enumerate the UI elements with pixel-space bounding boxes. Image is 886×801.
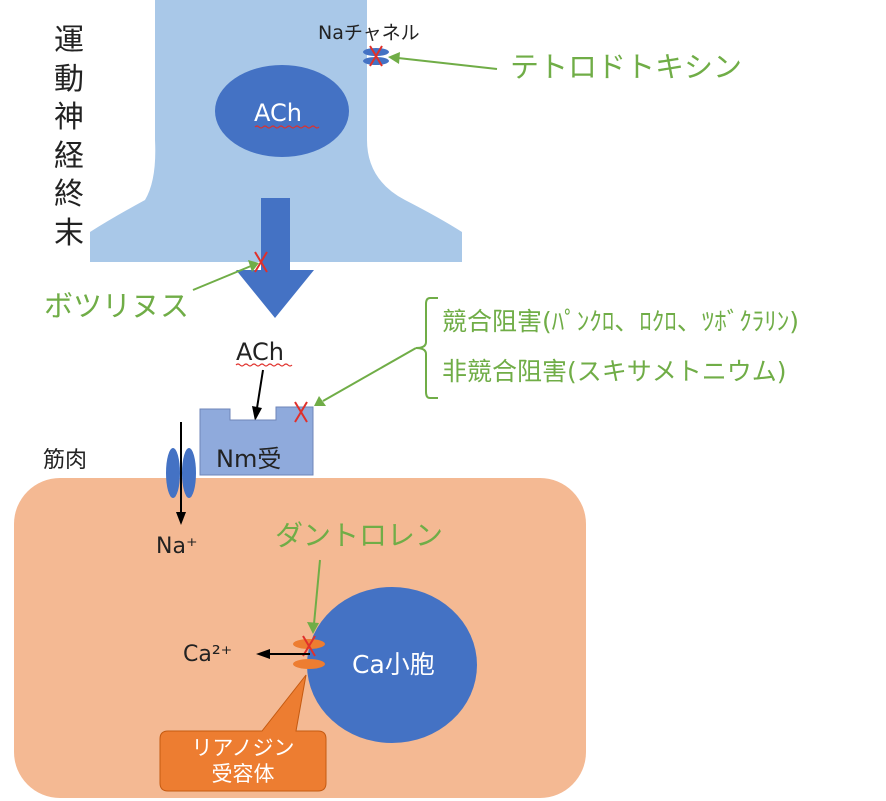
receptor-block-mark: [294, 401, 308, 423]
title-char: 末: [54, 215, 84, 251]
nm-receptor-label: Nm受: [216, 445, 282, 473]
ach-binding-arrow: [252, 369, 264, 421]
title-char: 終: [54, 177, 84, 212]
ach-release-arrow: [236, 198, 314, 318]
ryanodine-receptor-label: リアノジン 受容体: [160, 731, 326, 791]
dantrolene-label: ダントロレン: [275, 519, 444, 552]
ryanodine-label-line: 受容体: [211, 762, 275, 786]
na-channel-label: Naチャネル: [318, 22, 420, 44]
na-ion-label: Na⁺: [156, 534, 198, 559]
title-char: 動: [54, 61, 84, 97]
ryanodine-label-line: リアノジン: [191, 736, 295, 760]
muscle-label: 筋肉: [43, 448, 88, 473]
ach-vesicle: [215, 65, 349, 157]
botulinus-label: ボツリヌス: [44, 289, 190, 323]
botulinus-block-mark: [254, 251, 268, 273]
ca-store: [307, 587, 477, 743]
title-char: 神: [54, 100, 84, 135]
ryanodine-channel-bottom: [293, 659, 325, 669]
motor-nerve-terminal-label: 運 動 神 経 終 末: [52, 22, 86, 253]
ach-vesicle-label: ACh: [254, 99, 302, 127]
competitive-blocker-label: 競合阻害(ﾊﾟﾝｸﾛ、ﾛｸﾛ、ﾂﾎﾞｸﾗﾘﾝ): [442, 307, 800, 336]
noncompetitive-blocker-label: 非競合阻害(スキサメトニウム): [442, 357, 787, 386]
nm-receptor: [199, 406, 314, 476]
tetrodotoxin-arrow: [388, 52, 498, 70]
tetrodotoxin-label: テトロドトキシン: [510, 50, 743, 84]
released-ach-underline: [235, 363, 293, 367]
ryanodine-callout: [159, 674, 327, 792]
released-ach-label: ACh: [236, 338, 284, 366]
na-channel-bottom: [363, 57, 389, 65]
na-influx-arrow: [176, 422, 186, 525]
botulinus-arrow: [192, 260, 259, 291]
dantrolene-block-mark: [302, 635, 316, 657]
blocker-brace: [415, 297, 438, 399]
dantrolene-arrow: [307, 559, 321, 634]
ryanodine-channel-top: [293, 639, 325, 649]
ca-store-label: Ca小胞: [352, 650, 435, 679]
ca-release-arrow: [256, 649, 310, 659]
muscle-na-channel-left: [166, 448, 180, 498]
title-char: 経: [54, 138, 84, 174]
na-channel-top: [363, 48, 389, 56]
muscle-na-channel-right: [182, 448, 196, 498]
ca-ion-label: Ca²⁺: [183, 642, 233, 667]
blocker-arrow: [314, 347, 417, 406]
title-char: 運: [54, 23, 84, 58]
ach-vesicle-underline: [254, 125, 320, 129]
na-channel-block-mark: [369, 45, 383, 67]
